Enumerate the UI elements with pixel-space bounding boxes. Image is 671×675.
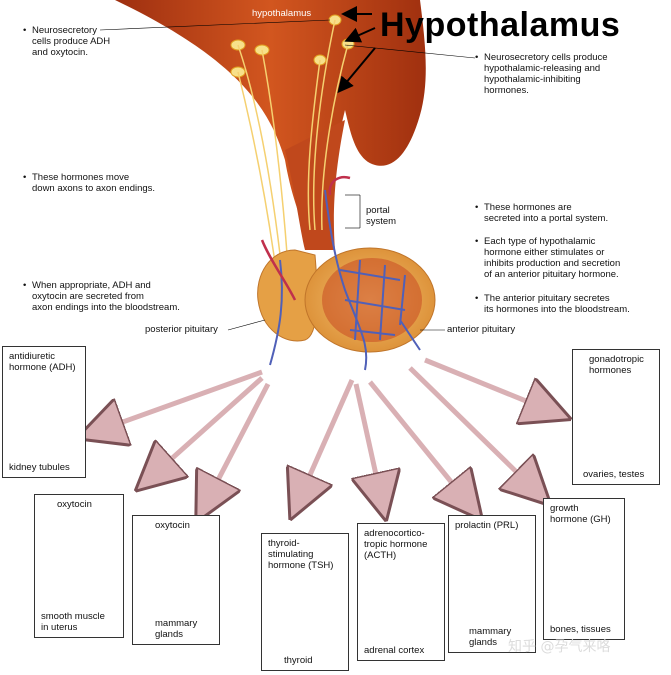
note-releasing-hormones: Neurosecretory cells producehypothalamic… xyxy=(475,52,644,96)
target-organ: thyroid xyxy=(284,655,313,666)
note-line: Each type of hypothalamic xyxy=(484,236,596,247)
note-line: down axons to axon endings. xyxy=(32,183,156,194)
note-line: The anterior pituitary secretes xyxy=(484,293,610,304)
hormone-arrows xyxy=(95,357,553,505)
note-line: These hormones move xyxy=(32,172,130,183)
note-line: Neurosecretory cells produce xyxy=(484,52,608,63)
infundibulum-stalk xyxy=(285,120,345,250)
portal-system-label-line2: system xyxy=(366,216,397,227)
note-line: hypothalamic-releasing and xyxy=(484,63,601,74)
watermark: 知乎 @孕气来咯 xyxy=(508,639,611,655)
portal-vessels xyxy=(269,189,421,371)
target-organ: bones, tissues xyxy=(550,624,611,635)
portal-system-label-line1: portal xyxy=(366,205,390,216)
note-line: and oxytocin. xyxy=(32,47,88,58)
target-title: adrenocortico-tropic hormone(ACTH) xyxy=(364,528,428,561)
target-organ: adrenal cortex xyxy=(364,645,425,656)
page-title: Hypothalamus xyxy=(380,6,621,44)
target-box-acth: adrenocortico-tropic hormone(ACTH) adren… xyxy=(357,523,445,661)
posterior-pituitary-label: posterior pituitary xyxy=(145,324,218,335)
target-title: prolactin (PRL) xyxy=(455,520,519,531)
note-line: hormone either stimulates or xyxy=(484,247,605,258)
note-line: of an anterior pituitary hormone. xyxy=(484,269,619,280)
note-line: When appropriate, ADH and xyxy=(32,280,151,291)
target-title: oxytocin xyxy=(155,520,190,531)
target-organ: kidney tubules xyxy=(9,462,70,473)
note-line: hormones. xyxy=(484,85,529,96)
hypothalamus-label: hypothalamus xyxy=(252,8,312,19)
hypothalamus-tissue xyxy=(115,0,426,240)
note-line: inhibits production and secretion xyxy=(484,258,621,269)
note-line: its hormones into the bloodstream. xyxy=(484,304,630,315)
note-line: These hormones are xyxy=(484,202,572,213)
note-line: oxytocin are secreted from xyxy=(32,291,144,302)
target-title: oxytocin xyxy=(57,499,92,510)
note-line: hypothalamic-inhibiting xyxy=(484,74,581,85)
anterior-pituitary-label: anterior pituitary xyxy=(447,324,516,335)
note-line: cells produce ADH xyxy=(32,36,111,47)
target-organ: ovaries, testes xyxy=(583,469,645,480)
note-line: secreted into a portal system. xyxy=(484,213,609,224)
note-line: axon endings into the bloodstream. xyxy=(32,302,180,313)
note-line: Neurosecretory xyxy=(32,25,97,36)
